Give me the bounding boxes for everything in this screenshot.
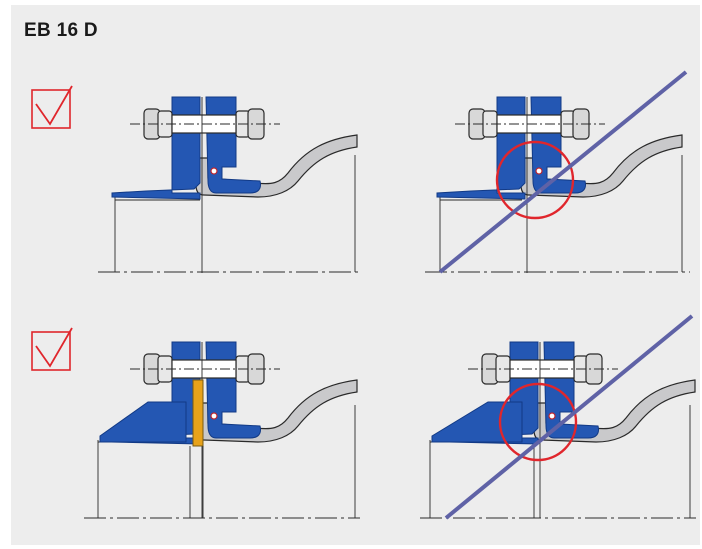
check-icon (31, 327, 73, 371)
diagram-panel (11, 5, 700, 545)
check-icon (31, 85, 73, 129)
correct-assembly-row2 (84, 341, 360, 519)
error-circle-icon (498, 382, 578, 462)
strike-line-icon (444, 314, 694, 520)
gasket (192, 379, 204, 447)
page-title: EB 16 D (24, 20, 98, 41)
correct-assembly-row1 (98, 96, 360, 274)
strike-line-icon (438, 70, 688, 274)
incorrect-assembly-row2 (420, 314, 696, 520)
incorrect-assembly-row1 (425, 70, 690, 274)
error-circle-icon (495, 140, 575, 220)
